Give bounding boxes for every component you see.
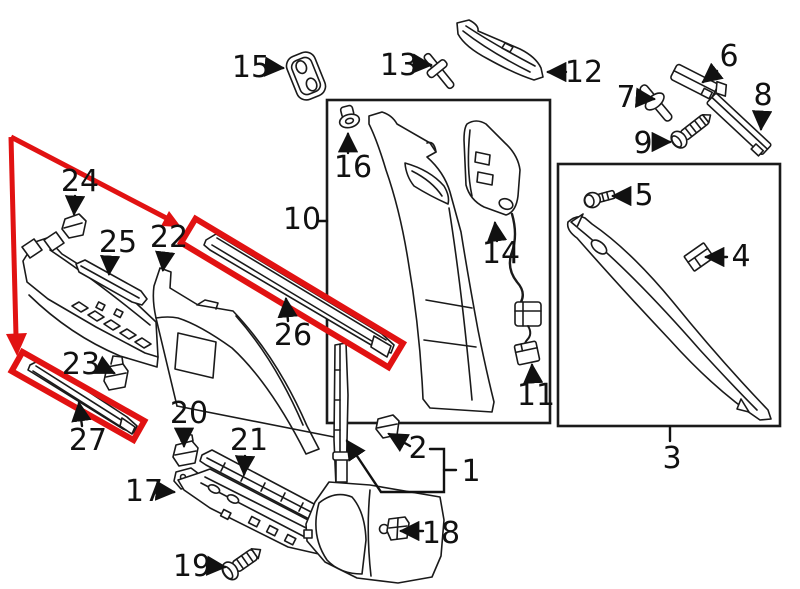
callout-10-label[interactable]: 10 — [283, 202, 321, 237]
callout-23-arrow — [93, 355, 116, 375]
part-13-pin-sketch — [423, 52, 455, 90]
highlight-leader-line-27 — [8, 136, 19, 337]
callout-15-arrow — [263, 56, 286, 77]
callout-6-arrow — [701, 62, 724, 84]
part-8-rail-sketch — [706, 80, 772, 157]
callout-8-label[interactable]: 8 — [753, 78, 772, 113]
part-1-lower-trim-sketch — [303, 481, 445, 584]
callout-16-label[interactable]: 16 — [334, 150, 372, 185]
part-9-screw-sketch — [670, 113, 712, 149]
part-25-strip-sketch — [75, 259, 148, 319]
callout-6-label[interactable]: 6 — [719, 39, 738, 74]
part-23-clip-sketch — [103, 355, 129, 391]
part-22-lower-pillar-trim-sketch — [152, 267, 335, 455]
callout-21-label[interactable]: 21 — [230, 423, 268, 458]
part-7-pin-sketch — [639, 84, 673, 122]
part-3-a-pillar-trim-sketch — [566, 213, 772, 421]
callout-18-label[interactable]: 18 — [422, 516, 460, 551]
part-16-fastener-sketch — [338, 104, 361, 129]
callout-22-label[interactable]: 22 — [150, 220, 188, 255]
part-11-clip-sketch — [513, 340, 541, 366]
part-21-strip-sketch — [199, 449, 321, 521]
part-10-b-pillar-upper-trim-sketch — [368, 111, 495, 413]
highlight-arrowhead-27 — [6, 333, 27, 356]
callout-26-arrow — [277, 296, 298, 323]
callout-1-label[interactable]: 1 — [461, 454, 480, 489]
callout-23-label[interactable]: 23 — [62, 347, 100, 382]
callout-13-arrow — [411, 53, 434, 74]
callout-21-arrow — [234, 454, 256, 477]
part-1-pillar-reinforcement-sketch — [332, 342, 351, 488]
callout-2-label[interactable]: 2 — [408, 431, 427, 466]
callout-25-label[interactable]: 25 — [99, 225, 137, 260]
callout-8-arrow — [751, 110, 773, 132]
part-12-trim-sketch — [456, 19, 544, 81]
callout-7-label[interactable]: 7 — [616, 80, 635, 115]
callout-24-arrow — [64, 194, 86, 217]
callout-19-arrow — [205, 555, 228, 576]
callout-13-label[interactable]: 13 — [380, 48, 418, 83]
callout-14-arrow — [486, 220, 508, 243]
callout-26-label[interactable]: 26 — [274, 318, 312, 353]
callout-11-arrow — [522, 362, 544, 384]
part-19-screw-sketch — [221, 547, 262, 581]
part-20-clip-sketch — [172, 433, 199, 467]
callout-27-label[interactable]: 27 — [69, 423, 107, 458]
callout-labels: 1 2 3 4 5 6 7 8 9 10 11 12 13 14 15 16 1… — [61, 39, 773, 584]
callout-7-arrow — [634, 87, 657, 108]
part-17-sill-plate-sketch — [173, 467, 343, 558]
callout-25-arrow — [99, 255, 121, 277]
part-6-bracket-sketch — [670, 63, 719, 100]
callout-1-bracket — [345, 439, 446, 494]
callout-27-arrow — [71, 400, 92, 428]
highlight-leader-line-26 — [9, 134, 174, 224]
callout-22-arrow — [155, 250, 176, 273]
part-2-clip-sketch — [375, 414, 400, 439]
highlight-arrowhead-26 — [161, 211, 181, 227]
detail-box-a-pillar — [556, 162, 782, 428]
callout-11-label[interactable]: 11 — [517, 378, 555, 413]
callout-9-label[interactable]: 9 — [633, 126, 652, 161]
part-5-screw-sketch — [583, 189, 616, 209]
callout-14-label[interactable]: 14 — [482, 236, 520, 271]
part-24-clip-sketch — [61, 213, 87, 239]
callout-12-label[interactable]: 12 — [565, 55, 603, 90]
callout-5-label[interactable]: 5 — [634, 178, 653, 213]
callout-20-label[interactable]: 20 — [170, 396, 208, 431]
part-front-sill-trim-sketch — [21, 231, 159, 368]
callout-4-label[interactable]: 4 — [731, 239, 750, 274]
detail-box-b-pillar — [325, 98, 552, 425]
callout-3-label[interactable]: 3 — [662, 441, 681, 476]
callout-2-arrow — [387, 432, 412, 452]
callout-15-label[interactable]: 15 — [232, 50, 270, 85]
part-15-grommet-sketch — [285, 51, 327, 101]
callout-leaders — [64, 53, 773, 576]
callout-24-label[interactable]: 24 — [61, 164, 99, 199]
callout-19-label[interactable]: 19 — [173, 549, 211, 584]
callout-17-arrow — [154, 480, 177, 501]
part-14-trim-sketch — [463, 120, 542, 351]
callout-17-label[interactable]: 17 — [125, 474, 163, 509]
